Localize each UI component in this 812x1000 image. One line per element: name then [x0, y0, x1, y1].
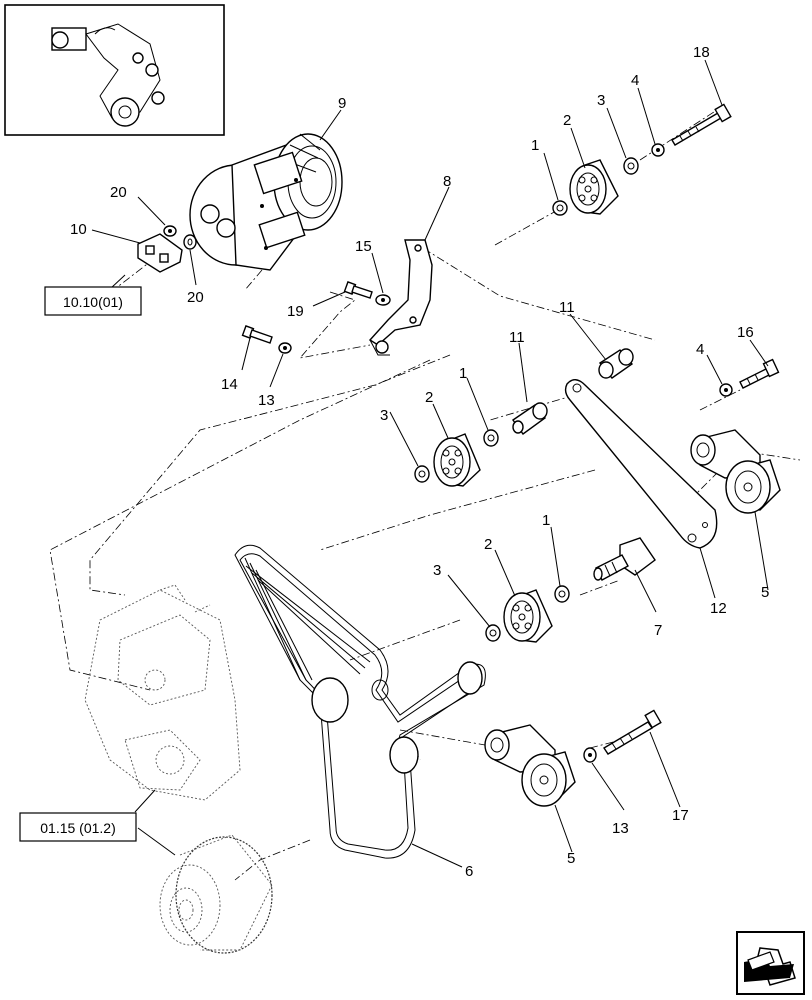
washer — [483, 429, 499, 447]
washer — [651, 143, 665, 157]
callout-label: 8 — [443, 173, 451, 190]
callout-label: 5 — [761, 584, 769, 601]
connector-block — [137, 233, 183, 273]
engine-reference-box[interactable]: 01.15 (01.2) — [19, 812, 137, 842]
callout-label: 10 — [70, 221, 87, 238]
callout-label: 17 — [672, 807, 689, 824]
washer — [375, 294, 391, 306]
compressor-reference-box[interactable]: 10.10(01) — [44, 286, 142, 316]
washer — [583, 747, 597, 763]
ac-compressor — [189, 133, 343, 271]
callout-label: 3 — [597, 92, 605, 109]
engine-housing — [84, 584, 241, 801]
engine-reference-label: 01.15 (01.2) — [40, 820, 116, 836]
bolt — [739, 358, 780, 389]
callout-label: 19 — [287, 303, 304, 320]
next-page-arrow-icon[interactable] — [736, 931, 805, 995]
callout-label: 13 — [258, 392, 275, 409]
washer — [414, 465, 430, 483]
compressor-bracket — [368, 239, 433, 356]
callout-label: 12 — [710, 600, 727, 617]
washer — [719, 383, 733, 397]
callout-label: 11 — [509, 329, 525, 346]
callout-labels: 1 2 3 4 18 9 20 10 20 8 15 19 14 13 11 1… — [70, 44, 769, 880]
callout-label: 13 — [612, 820, 629, 837]
idler-pulley — [503, 589, 553, 643]
spacer-bushing — [598, 348, 634, 379]
serpentine-belt — [234, 544, 486, 859]
callout-label: 18 — [693, 44, 710, 61]
bolt — [343, 281, 373, 299]
idler-pulley — [569, 159, 619, 215]
callout-label: 11 — [559, 299, 575, 316]
callout-label: 20 — [110, 184, 127, 201]
callout-label: 3 — [380, 407, 388, 424]
callout-label: 2 — [425, 389, 433, 406]
leader-lines — [91, 59, 769, 868]
callout-label: 14 — [221, 376, 238, 393]
callout-label: 16 — [737, 324, 754, 341]
callout-label: 2 — [484, 536, 492, 553]
callout-label: 2 — [563, 112, 571, 129]
callout-label: 9 — [338, 95, 346, 112]
callout-label: 1 — [459, 365, 467, 382]
callout-label: 3 — [433, 562, 441, 579]
callout-label: 4 — [696, 341, 704, 358]
crankshaft-pulley — [159, 834, 273, 954]
callout-label: 4 — [631, 72, 639, 89]
bolt — [603, 709, 662, 755]
bolt — [241, 325, 273, 344]
tensioner-arm — [564, 379, 718, 549]
washer — [183, 234, 197, 250]
idler-pulley — [433, 433, 481, 487]
washer — [278, 342, 292, 354]
callout-label: 1 — [531, 137, 539, 154]
washer — [623, 157, 639, 175]
washer — [554, 585, 570, 603]
callout-label: 6 — [465, 863, 473, 880]
compressor-reference-label: 10.10(01) — [63, 294, 123, 310]
callout-label: 1 — [542, 512, 550, 529]
callout-label: 20 — [187, 289, 204, 306]
belt-tensioner — [690, 429, 781, 514]
tensioner-stud — [593, 537, 656, 581]
spacer-bushing — [512, 402, 548, 435]
washer — [552, 200, 568, 216]
callout-label: 7 — [654, 622, 662, 639]
overview-thumbnail-icon[interactable] — [4, 4, 225, 136]
bolt — [671, 103, 732, 146]
callout-label: 15 — [355, 238, 372, 255]
washer — [163, 225, 177, 237]
washer — [485, 624, 501, 642]
belt-tensioner — [484, 724, 576, 807]
callout-label: 5 — [567, 850, 575, 867]
